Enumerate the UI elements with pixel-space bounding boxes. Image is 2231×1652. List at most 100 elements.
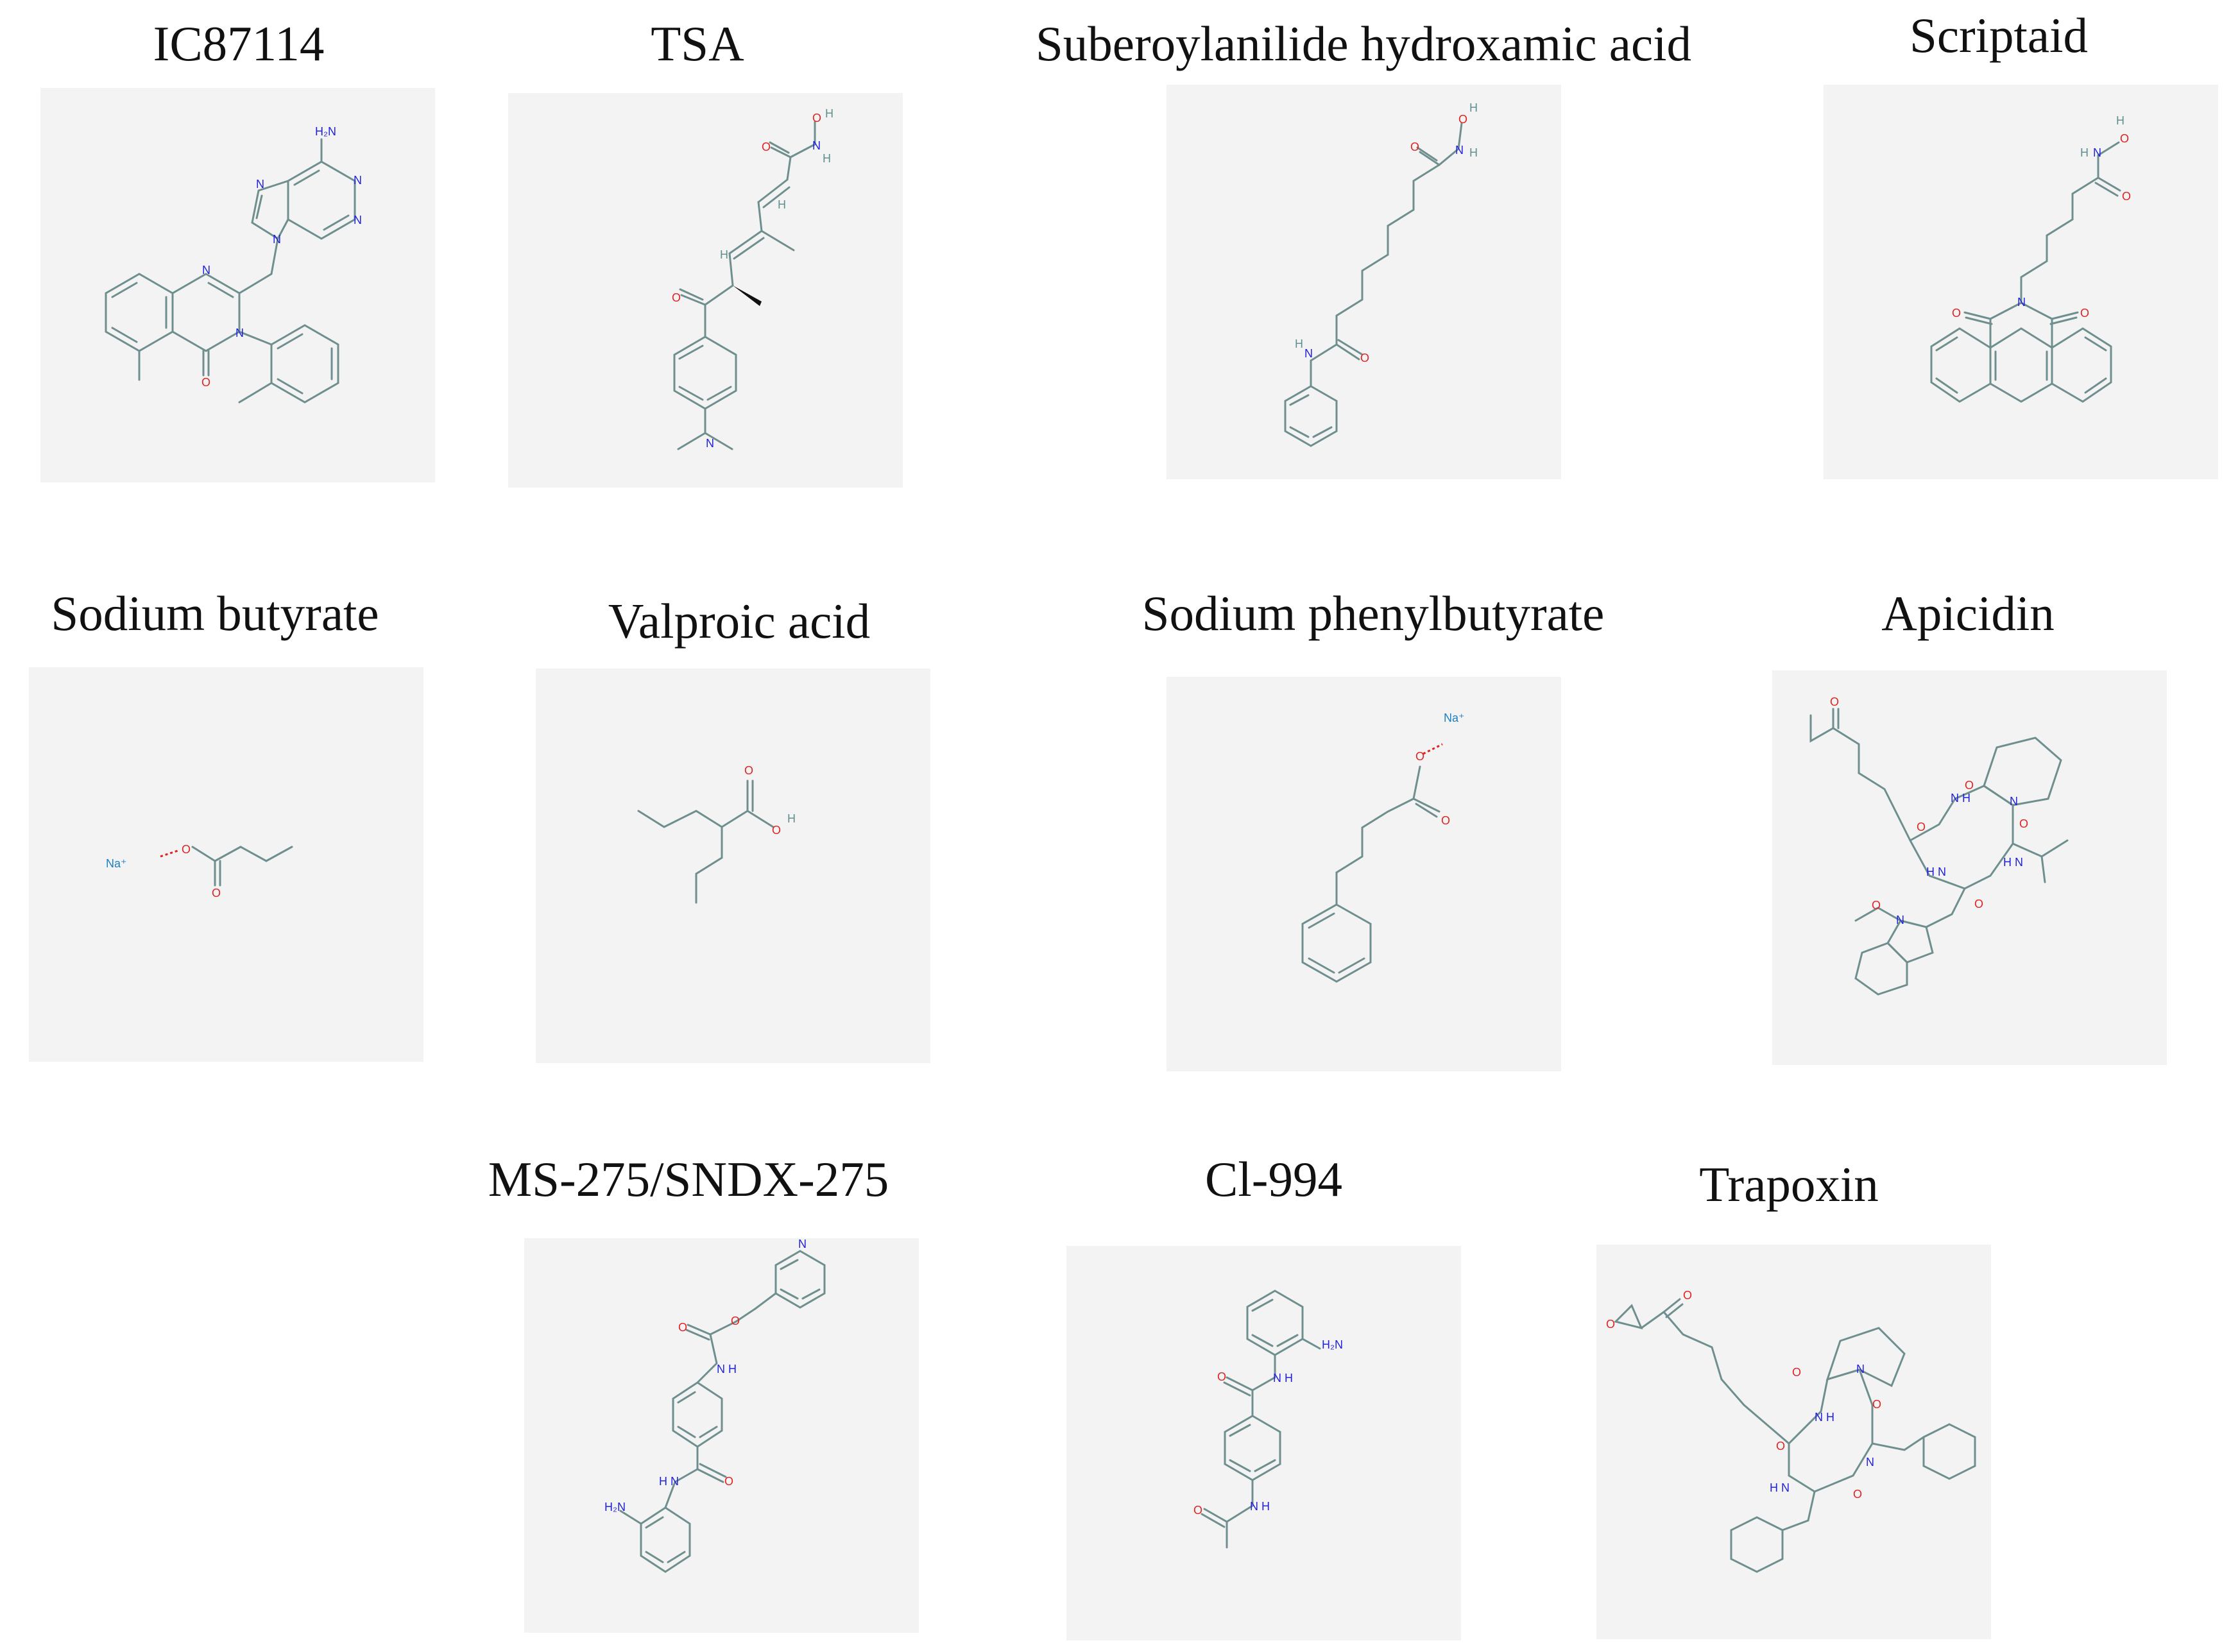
atom-label-n: N (706, 437, 714, 450)
atom-label-n: N H (1250, 1500, 1270, 1513)
atom-label-o: O (1458, 113, 1467, 126)
compound-title-trapoxin: Trapoxin (1699, 1157, 1879, 1212)
atom-label-o: O (1952, 307, 1961, 319)
atom-label-o: O (1872, 1398, 1881, 1411)
structure-saha: N H O O N H O H (1284, 101, 1478, 447)
atom-label-o: O (1830, 695, 1839, 708)
structure-panel-saha: N H O O N H O H (1167, 85, 1561, 479)
atom-label-n: N (202, 264, 210, 277)
compound-title-valproic-acid: Valproic acid (608, 593, 871, 649)
atom-label-o: O (1792, 1366, 1801, 1379)
atom-label-n: H₂N (1322, 1338, 1343, 1351)
atom-label-h: H (2080, 146, 2089, 159)
atom-label-n: H₂N (315, 125, 336, 138)
atom-label-o: O (731, 1315, 740, 1327)
atom-label-o: O (1965, 779, 1974, 792)
atom-label-na: Na⁺ (1444, 711, 1465, 724)
structure-sodium-phenylbutyrate: O Na⁺ O (1301, 711, 1465, 983)
atom-label-o: O (1193, 1504, 1202, 1517)
atom-label-n: N (1866, 1456, 1874, 1469)
atom-label-h: H (1295, 337, 1303, 350)
atom-label-o: O (678, 1321, 687, 1334)
atom-label-o: O (1360, 352, 1369, 364)
atom-label-n: N (798, 1238, 807, 1250)
atom-label-h: H (1469, 101, 1478, 114)
compound-title-sodium-phenylbutyrate: Sodium phenylbutyrate (1141, 586, 1605, 641)
atom-label-o: O (1441, 814, 1450, 827)
structure-valproic-acid: O O H (637, 764, 796, 904)
atom-label-n: N (273, 233, 281, 246)
atom-label-n: N (354, 214, 362, 226)
atom-label-o: O (1415, 750, 1424, 763)
atom-label-n: N (2093, 146, 2101, 159)
compound-title-saha: Suberoylanilide hydroxamic acid (1035, 16, 1692, 71)
structure-tsa: O N O N O H H H H (672, 107, 833, 450)
atom-label-o: O (1917, 821, 1926, 833)
structure-ic87114: H₂N N N N N N N O (105, 125, 362, 404)
structure-scriptaid: O O N O N H O H (1930, 114, 2131, 403)
atom-label-o: O (1606, 1318, 1615, 1331)
compound-title-ic87114: IC87114 (153, 16, 325, 71)
compound-title-cl994: Cl-994 (1205, 1152, 1342, 1207)
atom-label-h: H (823, 152, 831, 165)
atom-label-o: O (1410, 141, 1419, 153)
structure-panel-valproic-acid: O O H (536, 668, 930, 1063)
atom-label-n: H₂N (604, 1501, 626, 1513)
atom-label-h: H (787, 812, 796, 825)
atom-label-n: N (2017, 296, 2026, 309)
atom-label-n: H N (659, 1475, 679, 1488)
atom-label-o: O (1776, 1440, 1785, 1452)
atom-label-o: O (2019, 817, 2028, 830)
atom-label-o: O (182, 843, 191, 856)
structure-panel-ic87114: H₂N N N N N N N O (40, 88, 435, 482)
structure-panel-sodium-butyrate: Na⁺ O O (29, 667, 423, 1062)
atom-label-o: O (1974, 898, 1983, 910)
compound-title-sodium-butyrate: Sodium butyrate (51, 586, 379, 641)
atom-label-h: H (1469, 146, 1478, 159)
atom-label-o: O (1853, 1488, 1862, 1501)
atom-label-o: O (744, 764, 753, 777)
atom-label-n: H N (2003, 856, 2023, 869)
structure-panel-sodium-phenylbutyrate: O Na⁺ O (1167, 677, 1561, 1071)
compound-title-apicidin: Apicidin (1881, 586, 2055, 641)
compound-title-tsa: TSA (651, 16, 744, 71)
structure-sodium-butyrate: Na⁺ O O (106, 843, 293, 899)
atom-label-n: N H (1951, 792, 1970, 805)
atom-label-n: H N (1770, 1481, 1790, 1494)
atom-label-n: N (1455, 144, 1464, 157)
atom-label-o: O (672, 291, 681, 304)
atom-label-n: N (354, 174, 362, 187)
atom-label-na: Na⁺ (106, 857, 127, 870)
structure-apicidin: N O O N H N H N H N O O O O (1809, 695, 2069, 996)
atom-label-n: N H (717, 1363, 737, 1375)
atom-label-o: O (2120, 132, 2129, 145)
atom-label-h: H (825, 107, 833, 120)
atom-label-n: N (812, 139, 821, 152)
atom-label-h: H (2116, 114, 2124, 127)
structure-trapoxin: O O N H N N H N O O O O (1606, 1289, 1976, 1573)
atom-label-o: O (2080, 307, 2089, 319)
structure-ms275: N O O N H O H N H₂N (604, 1238, 826, 1573)
atom-label-n: N (235, 327, 244, 339)
compound-title-scriptaid: Scriptaid (1910, 8, 2088, 63)
atom-label-h: H (720, 248, 728, 261)
atom-label-o: O (1683, 1289, 1692, 1302)
atom-label-o: O (772, 824, 781, 837)
structure-panel-trapoxin: O O N H N N H N O O O O (1596, 1245, 1991, 1639)
atom-label-o: O (201, 376, 210, 389)
structure-panel-tsa: O N O N O H H H H (508, 93, 903, 488)
atom-label-o: O (812, 112, 821, 124)
structure-panel-apicidin: N O O N H N H N H N O O O O (1772, 670, 2167, 1065)
atom-label-n: N (1304, 347, 1313, 360)
atom-label-o: O (212, 887, 221, 899)
atom-label-n: N (2010, 795, 2018, 808)
structure-panel-ms275: N O O N H O H N H₂N (524, 1238, 919, 1633)
atom-label-n: N (256, 178, 264, 191)
atom-label-n: N H (1273, 1372, 1293, 1384)
atom-label-n: N (1856, 1363, 1865, 1375)
atom-label-n: N (1896, 914, 1904, 926)
compound-title-ms275: MS-275/SNDX-275 (488, 1152, 889, 1207)
atom-label-o: O (1872, 899, 1881, 912)
structure-panel-scriptaid: O O N O N H O H (1824, 85, 2218, 479)
atom-label-n: N H (1815, 1411, 1834, 1424)
